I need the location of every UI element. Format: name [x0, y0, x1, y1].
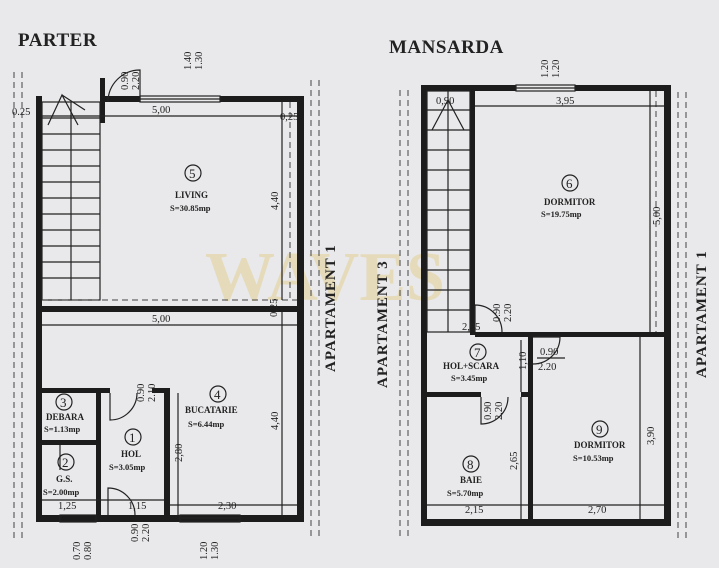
room-living-name: LIVING: [175, 190, 208, 200]
mansarda-staircase: [426, 90, 471, 333]
parter-walls: [36, 78, 304, 522]
dim-m-dorm6-h: 5,00: [652, 207, 663, 225]
parter-dimension-lines: [42, 102, 297, 515]
room-bucatarie-name: BUCATARIE: [185, 405, 238, 415]
room-dormitor-9-area: S=10.53mp: [573, 453, 614, 463]
room-hol-name: HOL: [121, 449, 141, 459]
room-baie-area: S=5.70mp: [447, 488, 484, 498]
dim-entry-door-w: 0.90: [130, 524, 141, 542]
watermark: WAVES: [205, 239, 445, 316]
dim-living-h: 4,40: [270, 192, 281, 210]
parter-dashed-lines: [42, 102, 297, 301]
dim-gs-win-w: 0.70: [72, 542, 83, 560]
dim-hol-door-w: 0.90: [136, 384, 147, 402]
room-dormitor-6-num: 6: [566, 176, 573, 191]
dim-m-hol-h: 1,10: [518, 352, 529, 370]
mansarda-windows: [515, 84, 576, 92]
dim-m-bath-w: 2,15: [465, 505, 483, 516]
dim-m-hol-door-h: 2.20: [538, 362, 556, 373]
room-dormitor-6-area: S=19.75mp: [541, 209, 582, 219]
room-baie: 8 BAIE S=5.70mp: [447, 455, 484, 498]
dim-m-stair-w: 0,90: [436, 96, 454, 107]
dim-m-bath-door-h: 2.20: [494, 402, 505, 420]
room-dormitor-9: 9 DORMITOR S=10.53mp: [573, 420, 626, 463]
dim-kitchen-bottom-w: 2,30: [218, 501, 236, 512]
room-living-num: 5: [189, 166, 196, 181]
room-debara-num: 3: [60, 395, 67, 410]
room-dormitor-6: 6 DORMITOR S=19.75mp: [541, 174, 596, 219]
mansarda-doors: [474, 304, 561, 425]
room-baie-num: 8: [467, 457, 474, 472]
dim-win-top-w: 1.40: [183, 52, 194, 70]
room-living: 5 LIVING S=30.85mp: [170, 164, 211, 213]
room-debara-name: DEBARA: [46, 412, 85, 422]
dim-entry-door-h: 2.20: [141, 524, 152, 542]
dim-living-right: 0,25: [280, 112, 298, 123]
dim-kitchen-win-w: 1.20: [199, 542, 210, 560]
dim-m-dorm6-w: 3,95: [556, 96, 574, 107]
dim-mid-right: 0,25: [269, 299, 280, 317]
dim-kitchen-h: 4,40: [270, 412, 281, 430]
dim-m-bath-door-w: 0.90: [483, 402, 494, 420]
mansarda-walls: [421, 85, 671, 526]
room-hol-scara-num: 7: [474, 345, 481, 360]
parter-apartment-label: APARTAMENT 1: [323, 244, 339, 372]
dim-gs-win-h: 0.80: [83, 542, 94, 560]
dim-door-top-w: 0.90: [120, 72, 131, 90]
parter-title: PARTER: [18, 30, 97, 51]
room-hol-num: 1: [129, 430, 136, 445]
mansarda-exterior-hatch: [399, 90, 687, 540]
room-dormitor-9-num: 9: [596, 422, 603, 437]
dim-hol-w: 1,15: [128, 501, 146, 512]
parter-exterior-hatch: [13, 72, 320, 540]
room-gs-area: S=2.00mp: [43, 487, 80, 497]
room-bucatarie-area: S=6.44mp: [188, 419, 225, 429]
parter-doors: [59, 69, 141, 516]
dim-kitchen-w: 5,00: [152, 314, 170, 325]
dim-m-stair-door-h: 2.20: [503, 304, 514, 322]
dim-gs-w: 1,25: [58, 501, 76, 512]
room-debara: 3 DEBARA S=1.13mp: [44, 393, 85, 434]
dim-m-dorm9-w: 2,70: [588, 505, 606, 516]
mansarda-apartment-3-label: APARTAMENT 3: [375, 260, 391, 388]
room-hol-scara-name: HOL+SCARA: [443, 361, 500, 371]
parter-dimension-labels: 0.90 2.20 1.40 1.30 0.25 5,00 0,25 4,40 …: [12, 52, 298, 560]
room-hol-area: S=3.05mp: [109, 462, 146, 472]
dim-m-hol-door-w: 0.90: [540, 347, 558, 358]
room-gs-name: G.S.: [56, 474, 73, 484]
room-bucatarie-num: 4: [214, 387, 221, 402]
dim-m-hol-w: 2,95: [462, 322, 480, 333]
dim-living-w: 5,00: [152, 105, 170, 116]
room-hol-scara: 7 HOL+SCARA S=3.45mp: [443, 343, 500, 383]
dim-m-stair-door-w: 0.90: [492, 304, 503, 322]
room-dormitor-9-name: DORMITOR: [574, 440, 626, 450]
room-debara-area: S=1.13mp: [44, 424, 81, 434]
mansarda-dimension-lines: [427, 91, 664, 519]
mansarda-dimension-labels: 1.20 1.20 0,90 3,95 5,00 0.90 2.20 2,95 …: [436, 60, 663, 516]
room-hol-scara-area: S=3.45mp: [451, 373, 488, 383]
room-hol: 1 HOL S=3.05mp: [109, 428, 146, 472]
room-living-area: S=30.85mp: [170, 203, 211, 213]
dim-kitchen-win-h: 1.30: [210, 542, 221, 560]
dim-hol-h: 2,80: [174, 444, 185, 462]
room-bucatarie: 4 BUCATARIE S=6.44mp: [185, 385, 238, 429]
parter-windows: [59, 95, 241, 523]
room-gs-num: 2: [62, 455, 69, 470]
dim-hol-door-h: 2.10: [147, 384, 158, 402]
dim-m-win-top-h: 1.20: [551, 60, 562, 78]
dim-m-win-top-w: 1.20: [540, 60, 551, 78]
dim-stair-w: 0.25: [12, 107, 30, 118]
mansarda-apartment-1-label: APARTAMENT 1: [694, 250, 710, 378]
parter-staircase: [41, 93, 101, 301]
mansarda-title: MANSARDA: [389, 37, 504, 58]
dim-m-bath-h: 2,65: [509, 452, 520, 470]
room-gs: 2 G.S. S=2.00mp: [43, 453, 80, 497]
dim-m-dorm9-h: 3,90: [646, 427, 657, 445]
room-dormitor-6-name: DORMITOR: [544, 197, 596, 207]
dim-door-top-h: 2.20: [131, 72, 142, 90]
room-baie-name: BAIE: [460, 475, 482, 485]
dim-win-top-h: 1.30: [194, 52, 205, 70]
